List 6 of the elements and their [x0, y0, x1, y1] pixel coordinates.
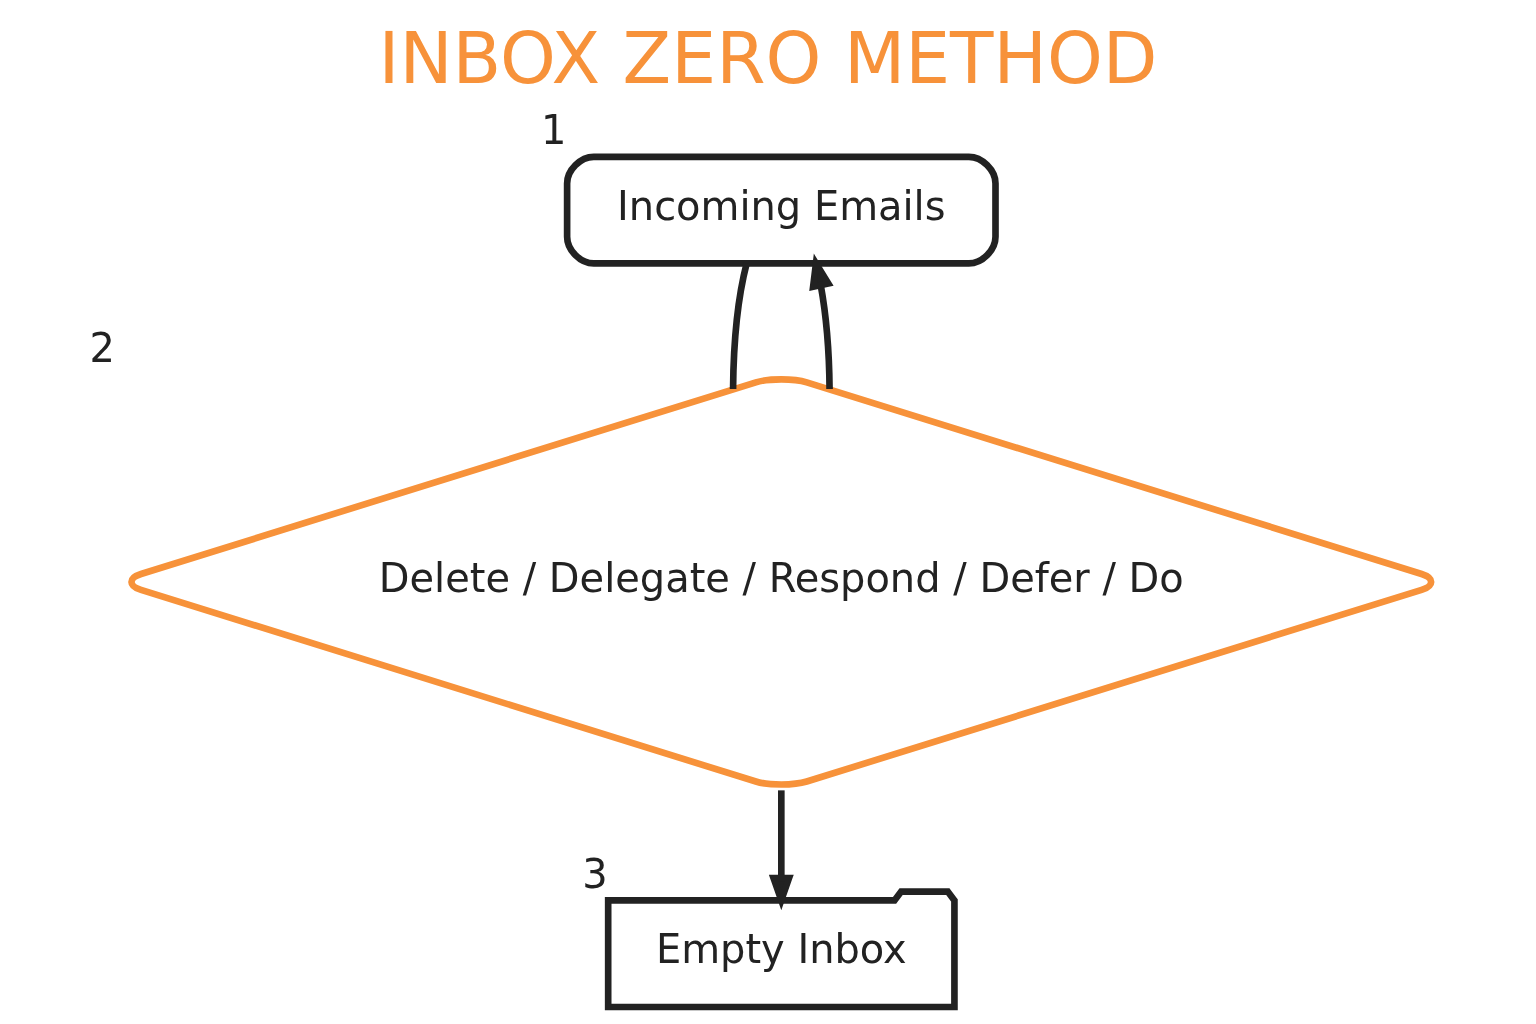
diagram-title: INBOX ZERO METHOD [378, 16, 1158, 100]
node-label: 2 [89, 324, 115, 371]
arrow [809, 253, 834, 389]
node-label: 1 [541, 107, 567, 154]
node-box: Incoming Emails [563, 153, 999, 267]
arrow [768, 790, 794, 911]
